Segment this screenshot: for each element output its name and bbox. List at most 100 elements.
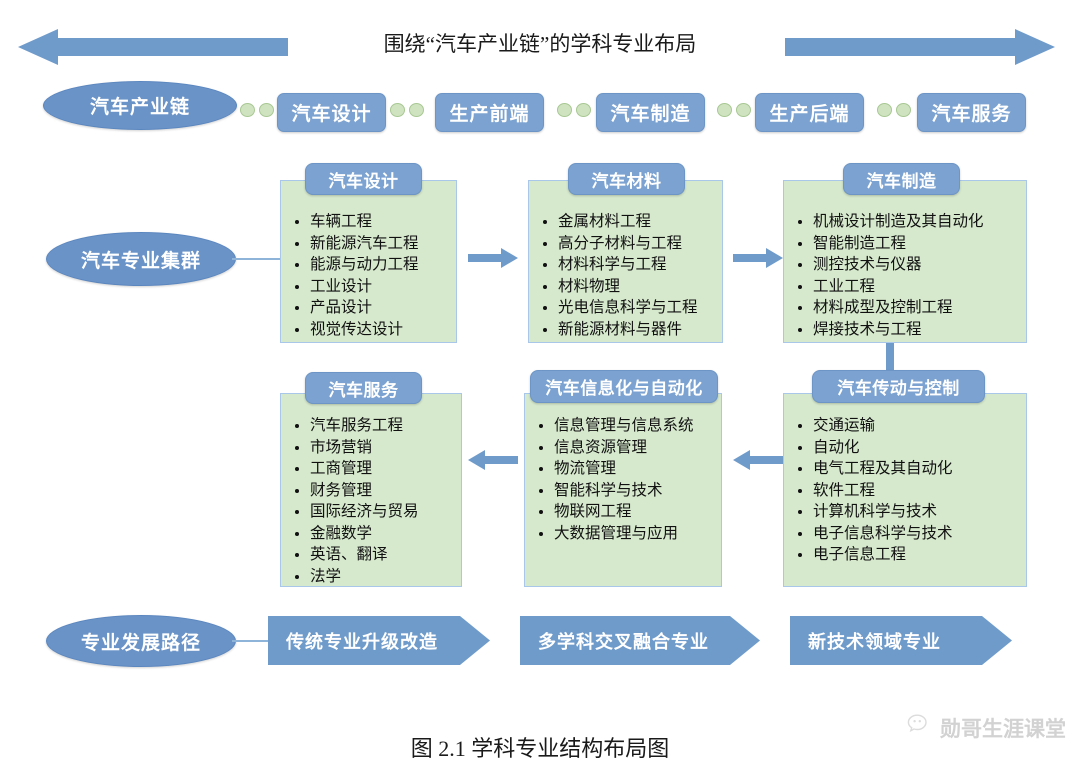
list-item: 光电信息科学与工程	[539, 297, 722, 319]
list-item: 智能制造工程	[794, 233, 1026, 255]
list-item: 市场营销	[291, 437, 461, 459]
list-item: 工商管理	[291, 458, 461, 480]
group-title-label: 汽车材料	[591, 171, 662, 191]
chain-item-4[interactable]: 汽车服务	[917, 93, 1026, 132]
list-item: 测控技术与仪器	[794, 254, 1026, 276]
list-item: 智能科学与技术	[535, 480, 721, 502]
path-chevron-label: 新技术领域专业	[808, 631, 941, 652]
chain-dot	[557, 103, 572, 117]
chain-item-1[interactable]: 生产前端	[435, 93, 544, 132]
wechat-bubble-icon	[907, 713, 933, 743]
group-item-list: 交通运输 自动化 电气工程及其自动化 软件工程 计算机科学与技术 电子信息科学与…	[794, 415, 1026, 566]
group-title-label: 汽车服务	[328, 380, 399, 400]
list-item: 工业设计	[291, 276, 456, 298]
group-title-auto-design[interactable]: 汽车设计	[305, 163, 422, 195]
chain-item-3[interactable]: 生产后端	[755, 93, 864, 132]
chain-dot	[736, 103, 751, 117]
group-item-list: 信息管理与信息系统 信息资源管理 物流管理 智能科学与技术 物联网工程 大数据管…	[535, 415, 721, 544]
list-item: 法学	[291, 566, 461, 588]
list-item: 信息管理与信息系统	[535, 415, 721, 437]
list-item: 视觉传达设计	[291, 319, 456, 341]
list-item: 电子信息工程	[794, 544, 1026, 566]
chain-dot	[896, 103, 911, 117]
cluster-ellipse[interactable]: 汽车专业集群	[46, 232, 236, 286]
group-item-list: 金属材料工程 高分子材料与工程 材料科学与工程 材料物理 光电信息科学与工程 新…	[539, 211, 722, 340]
chain-dots-icon	[240, 103, 274, 117]
path-chevron-label: 传统专业升级改造	[286, 631, 438, 652]
chain-item-label: 汽车服务	[931, 104, 1012, 125]
arrow-right-icon	[785, 27, 1055, 67]
arrow-left-icon	[18, 27, 288, 67]
list-item: 大数据管理与应用	[535, 523, 721, 545]
group-title-auto-informatization[interactable]: 汽车信息化与自动化	[530, 370, 718, 403]
list-item: 能源与动力工程	[291, 254, 456, 276]
watermark: 勋哥生涯课堂	[907, 713, 1066, 743]
list-item: 工业工程	[794, 276, 1026, 298]
list-item: 电子信息科学与技术	[794, 523, 1026, 545]
list-item: 信息资源管理	[535, 437, 721, 459]
chain-dot	[717, 103, 732, 117]
chain-dots-icon	[717, 103, 751, 117]
chain-item-2[interactable]: 汽车制造	[596, 93, 705, 132]
list-item: 计算机科学与技术	[794, 501, 1026, 523]
group-title-auto-materials[interactable]: 汽车材料	[568, 163, 685, 195]
group-item-list: 车辆工程 新能源汽车工程 能源与动力工程 工业设计 产品设计 视觉传达设计	[291, 211, 456, 340]
cluster-connector-line	[232, 258, 280, 260]
list-item: 电气工程及其自动化	[794, 458, 1026, 480]
arrow-right-icon	[468, 248, 518, 268]
path-chevron-1[interactable]: 多学科交叉融合专业	[520, 616, 760, 665]
list-item: 物联网工程	[535, 501, 721, 523]
list-item: 新能源材料与器件	[539, 319, 722, 341]
list-item: 金属材料工程	[539, 211, 722, 233]
group-title-auto-transmission-control[interactable]: 汽车传动与控制	[812, 370, 985, 403]
group-title-label: 汽车设计	[328, 171, 399, 191]
path-root-label: 专业发展路径	[80, 632, 201, 654]
chain-dot	[576, 103, 591, 117]
list-item: 机械设计制造及其自动化	[794, 211, 1026, 233]
list-item: 材料成型及控制工程	[794, 297, 1026, 319]
group-item-list: 机械设计制造及其自动化 智能制造工程 测控技术与仪器 工业工程 材料成型及控制工…	[794, 211, 1026, 340]
list-item: 财务管理	[291, 480, 461, 502]
group-panel-auto-informatization: 信息管理与信息系统 信息资源管理 物流管理 智能科学与技术 物联网工程 大数据管…	[524, 393, 722, 587]
group-panel-auto-materials: 金属材料工程 高分子材料与工程 材料科学与工程 材料物理 光电信息科学与工程 新…	[528, 180, 723, 343]
group-title-label: 汽车传动与控制	[837, 379, 960, 398]
list-item: 新能源汽车工程	[291, 233, 456, 255]
list-item: 交通运输	[794, 415, 1026, 437]
group-title-auto-service[interactable]: 汽车服务	[305, 372, 422, 404]
page-title: 围绕“汽车产业链”的学科专业布局	[383, 32, 697, 56]
path-chevron-2[interactable]: 新技术领域专业	[790, 616, 1012, 665]
group-panel-auto-design: 车辆工程 新能源汽车工程 能源与动力工程 工业设计 产品设计 视觉传达设计	[280, 180, 457, 343]
chain-dots-icon	[557, 103, 591, 117]
path-chevron-0[interactable]: 传统专业升级改造	[268, 616, 490, 665]
list-item: 软件工程	[794, 480, 1026, 502]
group-panel-auto-service: 汽车服务工程 市场营销 工商管理 财务管理 国际经济与贸易 金融数学 英语、翻译…	[280, 393, 462, 587]
chain-dot	[409, 103, 424, 117]
cluster-label: 汽车专业集群	[80, 250, 201, 272]
chain-dot	[240, 103, 255, 117]
list-item: 自动化	[794, 437, 1026, 459]
group-title-auto-manufacturing[interactable]: 汽车制造	[843, 163, 960, 195]
chain-item-0[interactable]: 汽车设计	[277, 93, 386, 132]
chain-item-label: 汽车制造	[610, 104, 691, 125]
group-item-list: 汽车服务工程 市场营销 工商管理 财务管理 国际经济与贸易 金融数学 英语、翻译…	[291, 415, 461, 587]
list-item: 金融数学	[291, 523, 461, 545]
path-connector-line	[232, 640, 270, 642]
chain-dot	[259, 103, 274, 117]
chain-dots-icon	[390, 103, 424, 117]
chain-dots-icon	[877, 103, 911, 117]
chain-item-label: 生产前端	[449, 104, 530, 125]
chain-root-ellipse[interactable]: 汽车产业链	[43, 81, 237, 130]
list-item: 产品设计	[291, 297, 456, 319]
list-item: 汽车服务工程	[291, 415, 461, 437]
chain-dot	[390, 103, 405, 117]
group-panel-auto-manufacturing: 机械设计制造及其自动化 智能制造工程 测控技术与仪器 工业工程 材料成型及控制工…	[783, 180, 1027, 343]
list-item: 物流管理	[535, 458, 721, 480]
list-item: 材料科学与工程	[539, 254, 722, 276]
path-chevron-label: 多学科交叉融合专业	[538, 631, 709, 652]
arrow-left-icon	[733, 450, 783, 470]
list-item: 材料物理	[539, 276, 722, 298]
arrow-left-icon	[468, 450, 518, 470]
path-root-ellipse[interactable]: 专业发展路径	[46, 615, 236, 667]
list-item: 国际经济与贸易	[291, 501, 461, 523]
